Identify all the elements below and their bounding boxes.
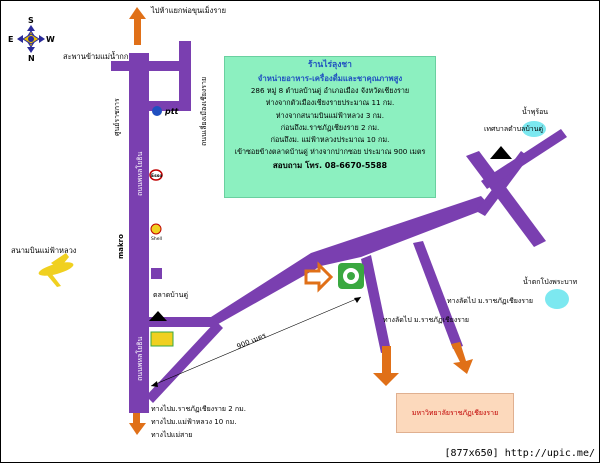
top-destination-label: ไปห้าแยกพ่อขุนเม็งราย [150, 5, 226, 15]
shortcut-road-2 [413, 241, 463, 349]
side-road-top [179, 41, 191, 111]
distance-line [150, 296, 362, 387]
shortcut-1-label: ทางลัดไป ม.ราชภัฏเชียงราย [383, 315, 469, 324]
road-cross [466, 151, 546, 247]
big-c-logo-icon [151, 268, 162, 279]
cross-road-top [111, 61, 191, 71]
compass-n: N [28, 54, 35, 63]
esso-label: Esso [151, 173, 163, 179]
pond-2-icon [545, 289, 569, 309]
soi-road [149, 196, 491, 327]
pond-1-label: น้ำพุร้อน [522, 105, 548, 116]
distance-label: 900 เมตร [236, 331, 268, 351]
road-left-label: ถนนพหลโยธิน [135, 152, 144, 196]
hospital-label: เทศบาลตำบลบ้านดู่ [484, 125, 543, 133]
arrows [129, 7, 473, 435]
info-line: ก่อนถึงม. แม่ฟ้าหลวงประมาณ 10 กม. [270, 135, 390, 145]
info-line: 286 หมู่ 8 ตำบลบ้านดู่ อำเภอเมือง จังหวั… [250, 86, 410, 95]
info-line: ก่อนถึงม.ราชภัฏเชียงราย 2 กม. [280, 122, 380, 132]
arrow-shortcut-2-icon [451, 342, 473, 374]
road-right-label: ถนนเลี่ยงเมืองเชียงราย [199, 77, 208, 146]
road-pond [481, 129, 567, 189]
makro-label: makro [117, 234, 125, 259]
roads [111, 41, 567, 413]
compass-w: W [46, 35, 55, 44]
shop-title: ร้านไร่ลุงชา [308, 60, 352, 70]
market-label: ตลาดบ้านดู่ [153, 291, 188, 299]
building-icon [150, 331, 174, 347]
arrow-shop-icon [304, 261, 334, 293]
arrow-down-shaft [133, 413, 140, 427]
info-line: ห่างจากตัวเมืองเชียงรายประมาณ 11 กม. [265, 98, 395, 108]
university-box: มหาวิทยาลัยราชภัฏเชียงราย [396, 393, 514, 433]
main-road-vertical [129, 53, 149, 413]
info-line: เข้าซอยข้างตลาดบ้านดู่ ห่างจากปากซอย ประ… [234, 147, 426, 157]
info-line: ห่างจากสนามบินแม่ฟ้าหลวง 3 กม. [275, 110, 385, 120]
hospital-marker-icon [490, 146, 512, 159]
compass-icon [17, 25, 45, 53]
arrow-up-icon [129, 7, 146, 19]
image-credit: [877x650] http://upic.me/ [444, 448, 595, 459]
esso-logo-icon [149, 169, 163, 181]
pond-1-icon [522, 121, 546, 137]
bottom-label-1: ทางไปม.ราชภัฏเชียงราย 2 กม. [151, 404, 246, 413]
shop-phone: สอบถาม โทร. 08-6670-5588 [272, 160, 388, 170]
bottom-label-3: ทางไปแม่สาย [151, 430, 192, 439]
shop-info-box: ร้านไร่ลุงชา จำหน่ายอาหาร-เครื่องดื่มและ… [224, 56, 436, 198]
compass-s: S [28, 16, 34, 25]
diagonal-road [146, 321, 223, 403]
shortcut-road-1 [361, 255, 391, 353]
shop-subtitle: จำหน่ายอาหาร-เครื่องดื่มและชาคุณภาพสูง [257, 74, 403, 83]
pond-2-label: น้ำตกโป่งพระบาท [523, 275, 578, 286]
market-marker-icon [149, 311, 167, 321]
ptt-logo-icon [152, 106, 162, 116]
cross-road-mid [141, 101, 191, 111]
shortcut-2-label: ทางลัดไป ม.ราชภัฏเชียงราย [447, 296, 533, 305]
road-left-label-2: ถนนพหลโยธิน [135, 337, 144, 381]
arrow-up-shaft [134, 15, 141, 45]
ptt-label: ptt [164, 107, 180, 116]
bottom-label-2: ทางไปม.แม่ฟ้าหลวง 10 กม. [151, 417, 236, 426]
airplane-icon [38, 253, 74, 287]
police-label: ศูนย์ราชการ [113, 98, 121, 136]
compass-e: E [8, 35, 13, 44]
arrow-shortcut-1-icon [373, 346, 399, 386]
airport-label: สนามบินแม่ฟ้าหลวง [11, 246, 77, 255]
shell-logo-icon [150, 223, 162, 235]
bridge-label: สะพานข้ามแม่น้ำกก [63, 51, 128, 61]
shell-label: Shell [151, 236, 162, 242]
arrow-down-icon [129, 423, 146, 435]
